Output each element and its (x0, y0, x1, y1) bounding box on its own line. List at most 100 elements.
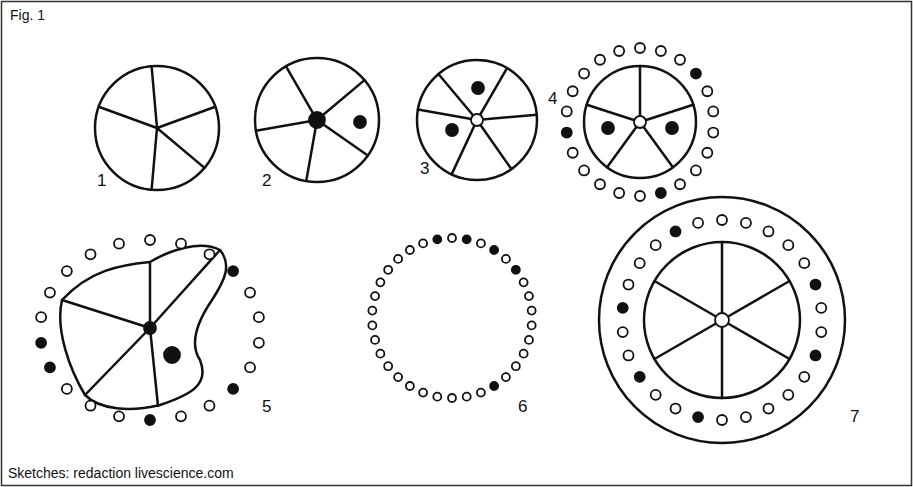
ring-dot (204, 249, 214, 259)
spoke-line (640, 105, 693, 122)
ring-dot (702, 86, 712, 96)
ring-dot (406, 246, 414, 254)
spoke-line (722, 320, 790, 359)
ring-dot (656, 188, 666, 198)
ring-dot (528, 321, 536, 329)
ring-dot (783, 240, 793, 250)
wheel-outline (584, 66, 696, 178)
black-dot (472, 82, 484, 94)
ring-dot (477, 389, 485, 397)
ring-dot (254, 312, 264, 322)
callout-number: 7 (850, 408, 859, 427)
ring-dot (376, 350, 384, 358)
ring-dot (145, 415, 155, 425)
ring-dot (86, 401, 96, 411)
ring-dot (204, 401, 214, 411)
ring-dot (618, 303, 628, 313)
black-dot (666, 122, 678, 134)
spoke-line (654, 320, 722, 359)
callout-number: 6 (518, 398, 527, 417)
spoke-line (157, 107, 215, 128)
spoke-line (721, 320, 724, 398)
wheel-outline (417, 60, 537, 180)
ring-dot (811, 350, 821, 360)
ring-dot (419, 239, 427, 247)
wheel-outline (95, 66, 219, 190)
spoke-line (587, 105, 640, 122)
ring-dot (145, 235, 155, 245)
spoke-line (654, 281, 722, 320)
ring-dot (671, 226, 681, 236)
callout-number: 3 (420, 160, 429, 179)
ring-dot (394, 373, 402, 381)
ring-dot (635, 43, 645, 53)
ring-dot (45, 362, 55, 372)
spoke-line (477, 120, 511, 169)
ring-dot (708, 106, 718, 116)
spoke-line (152, 66, 157, 128)
spoke-line (418, 110, 477, 120)
ring-dot (562, 106, 572, 116)
ring-dot (433, 235, 441, 243)
ring-dot (614, 188, 624, 198)
ring-dot (693, 412, 703, 422)
ring-dot (502, 255, 510, 263)
ring-dot (371, 336, 379, 344)
ring-dot (463, 235, 471, 243)
ring-dot (371, 292, 379, 300)
ring-dot (368, 307, 376, 315)
spoke-line (150, 250, 220, 328)
ring-dot (512, 362, 520, 370)
ring-dot (525, 336, 533, 344)
outer-ring (599, 197, 845, 443)
ring-dot (799, 372, 809, 382)
ring-dot (433, 393, 441, 401)
spoke-line (157, 128, 204, 168)
figure-title: Fig. 1 (10, 8, 45, 23)
ring-dot (579, 165, 589, 175)
hub-dot (144, 322, 156, 334)
ring-dot (228, 266, 238, 276)
black-dot (354, 116, 366, 128)
ring-dot (623, 280, 633, 290)
ring-dot (816, 303, 826, 313)
spoke-line (152, 128, 157, 190)
hub-dot (471, 114, 483, 126)
spoke-line (286, 66, 317, 120)
spoke-line (306, 120, 317, 181)
ring-dot (520, 350, 528, 358)
ring-dot (376, 278, 384, 286)
ring-dot (176, 239, 186, 249)
ring-dot (562, 128, 572, 138)
ring-dot (62, 384, 72, 394)
ring-dot (114, 239, 124, 249)
callout-number: 5 (262, 398, 271, 417)
ring-dot (675, 55, 685, 65)
wheel-outline (255, 58, 379, 182)
ring-dot (799, 258, 809, 268)
callout-number: 2 (262, 172, 271, 191)
ring-dot (614, 46, 624, 56)
spoke-line (639, 66, 642, 122)
irregular-outline (60, 246, 226, 409)
ring-dot (579, 69, 589, 79)
ring-dot (717, 215, 727, 225)
spoke-line (256, 120, 317, 131)
ring-dot (245, 362, 255, 372)
hub-dot (634, 116, 646, 128)
ring-dot (708, 128, 718, 138)
black-dot (164, 347, 180, 363)
ring-dot (419, 389, 427, 397)
spoke-line (62, 300, 150, 328)
ring-dot (651, 240, 661, 250)
ring-dot (368, 321, 376, 329)
spoke-line (477, 115, 537, 120)
ring-dot (763, 404, 773, 414)
ring-dot (656, 46, 666, 56)
hub-dot (309, 112, 325, 128)
spoke-line (85, 328, 150, 395)
ring-dot (448, 234, 456, 242)
ring-dot (635, 258, 645, 268)
spoke-line (721, 242, 724, 320)
